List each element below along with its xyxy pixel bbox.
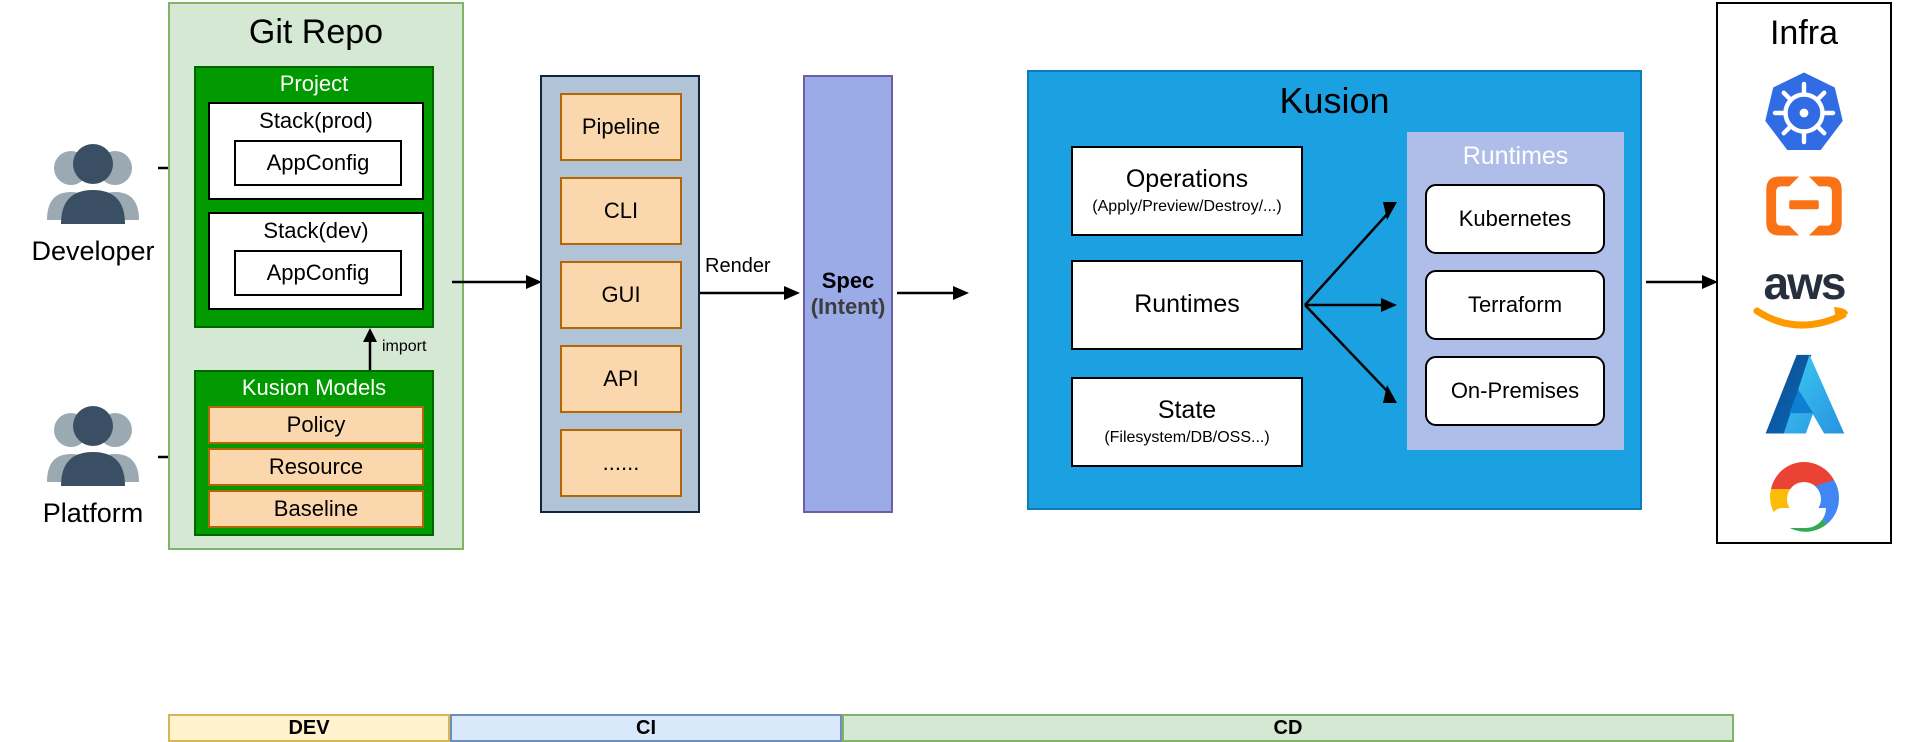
terraform-bracket-logo [1718,166,1890,246]
tool-api[interactable]: API [560,345,682,413]
runtime-kubernetes[interactable]: Kubernetes [1425,184,1605,254]
stage-cd[interactable]: CD [842,714,1734,742]
aws-smile-icon [1753,307,1848,329]
render-label: Render [703,255,773,278]
actor-platform: Platform [18,400,168,529]
stage-ci[interactable]: CI [450,714,842,742]
tool-pipeline[interactable]: Pipeline [560,93,682,161]
kusion-panel: Kusion Operations (Apply/Preview/Destroy… [1027,70,1642,510]
actor-label-developer: Developer [31,236,155,266]
stack-dev-box[interactable]: Stack(dev) AppConfig [208,212,424,310]
infra-title: Infra [1769,13,1839,52]
git-repo-panel: Git Repo Project Stack(prod) AppConfig S… [168,2,464,550]
infra-panel: Infra [1716,2,1892,544]
arrow-import [363,328,377,374]
card-runtimes-title: Runtimes [1134,290,1240,319]
card-operations-subtitle: (Apply/Preview/Destroy/...) [1092,198,1282,216]
spec-column: Spec (Intent) [803,75,893,513]
arrow-repo-to-tools [452,275,542,289]
arrow-kusion-to-infra [1646,275,1718,289]
card-state[interactable]: State (Filesystem/DB/OSS...) [1071,377,1303,467]
kusion-title: Kusion [1279,80,1390,121]
stage-cd-label: CD [842,714,1734,742]
project-box: Project Stack(prod) AppConfig Stack(dev)… [194,66,434,328]
card-operations-title: Operations [1125,164,1249,193]
people-group-icon [41,400,145,492]
aws-logo: aws [1718,254,1890,340]
card-operations[interactable]: Operations (Apply/Preview/Destroy/...) [1071,146,1303,236]
stack-dev-title: Stack(dev) [263,218,369,243]
card-state-title: State [1157,395,1217,424]
google-cloud-logo [1718,450,1890,542]
arrow-render [700,286,800,300]
tool-cli[interactable]: CLI [560,177,682,245]
people-group-icon [41,138,145,230]
stack-prod-box[interactable]: Stack(prod) AppConfig [208,102,424,200]
kubernetes-logo [1718,66,1890,160]
appconfig-prod-box[interactable]: AppConfig [234,140,402,186]
stage-dev[interactable]: DEV [168,714,450,742]
kusion-models-title: Kusion Models [241,375,387,400]
git-repo-title: Git Repo [248,12,384,51]
tool-more[interactable]: ...... [560,429,682,497]
runtimes-subpanel: Runtimes Kubernetes Terraform On-Premise… [1407,132,1624,450]
card-state-subtitle: (Filesystem/DB/OSS...) [1104,429,1270,447]
azure-logo [1718,348,1890,444]
tool-gui[interactable]: GUI [560,261,682,329]
spec-title: Spec [821,268,875,293]
runtimes-subpanel-title: Runtimes [1462,141,1569,170]
arrow-runtimes-fanout [1304,202,1397,403]
appconfig-dev-box[interactable]: AppConfig [234,250,402,296]
stack-prod-title: Stack(prod) [259,108,373,133]
runtime-terraform[interactable]: Terraform [1425,270,1605,340]
kusion-models-box: Kusion Models Policy Resource Baseline [194,370,434,536]
aws-wordmark: aws [1763,256,1847,309]
actor-developer: Developer [18,138,168,267]
tools-column: Pipeline CLI GUI API ...... [540,75,700,513]
card-runtimes[interactable]: Runtimes [1071,260,1303,350]
model-item-policy[interactable]: Policy [208,406,424,444]
project-title: Project [279,71,349,96]
spec-subtitle: (Intent) [810,294,886,319]
arrow-spec-to-kusion [897,286,969,300]
actor-label-platform: Platform [42,498,144,528]
model-item-resource[interactable]: Resource [208,448,424,486]
import-label: import [382,338,427,355]
model-item-baseline[interactable]: Baseline [208,490,424,528]
stage-ci-label: CI [450,714,842,742]
stage-dev-label: DEV [168,714,450,742]
runtime-on-premises[interactable]: On-Premises [1425,356,1605,426]
